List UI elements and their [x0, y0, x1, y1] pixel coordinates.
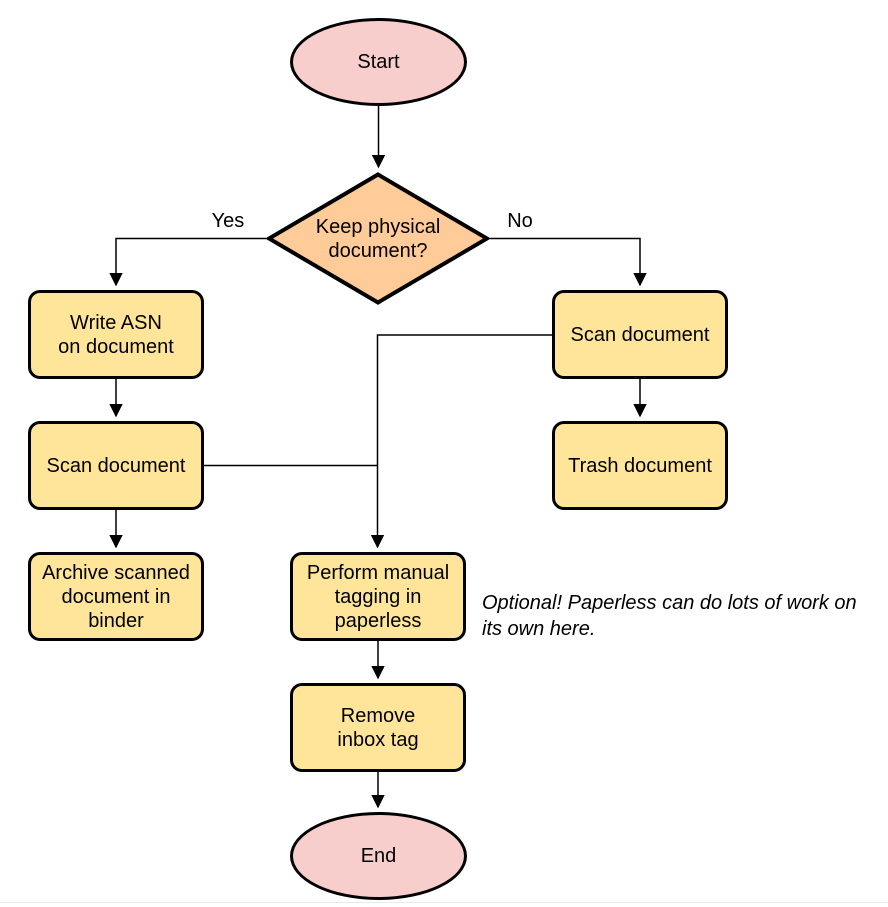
node-scan-document-right-label: Scan document — [570, 323, 710, 346]
node-trash-document-label: Trash document — [568, 454, 712, 477]
node-scan-document-left: Scan document — [28, 421, 204, 510]
diamond-shape — [266, 172, 490, 305]
node-end-label: End — [360, 845, 397, 867]
node-write-asn-on-document: Write ASN on document — [28, 290, 204, 379]
node-perform-manual-tagging: Perform manual tagging in paperless — [290, 552, 466, 641]
edge-scan-right-to-tagging — [370, 334, 552, 549]
node-keep-physical-document: Keep physical document? — [266, 172, 490, 305]
node-scan-document-right: Scan document — [552, 290, 728, 379]
edge-yes-decision-to-write-asn — [109, 237, 266, 287]
edge-label-no: No — [507, 210, 533, 232]
node-perform-manual-tagging-label: Perform manual tagging in paperless — [306, 561, 450, 632]
node-start-label: Start — [357, 51, 400, 73]
node-start: Start — [290, 18, 467, 106]
node-remove-inbox-tag: Remove inbox tag — [290, 683, 466, 772]
page-bottom-border — [0, 902, 888, 903]
node-archive-scanned-document-label: Archive scanned document in binder — [42, 561, 190, 632]
edge-no-decision-to-scan-right — [490, 237, 647, 287]
node-archive-scanned-document: Archive scanned document in binder — [28, 552, 204, 641]
node-scan-document-left-label: Scan document — [46, 454, 186, 477]
node-keep-physical-document-label: Keep physical document? — [315, 215, 441, 262]
node-remove-inbox-tag-label: Remove inbox tag — [337, 704, 419, 751]
edge-label-yes: Yes — [211, 210, 245, 232]
node-trash-document: Trash document — [552, 421, 728, 510]
annotation-optional-paperless: Optional! Paperless can do lots of work … — [482, 592, 857, 640]
node-write-asn-on-document-label: Write ASN on document — [58, 311, 174, 358]
node-end: End — [290, 812, 467, 900]
